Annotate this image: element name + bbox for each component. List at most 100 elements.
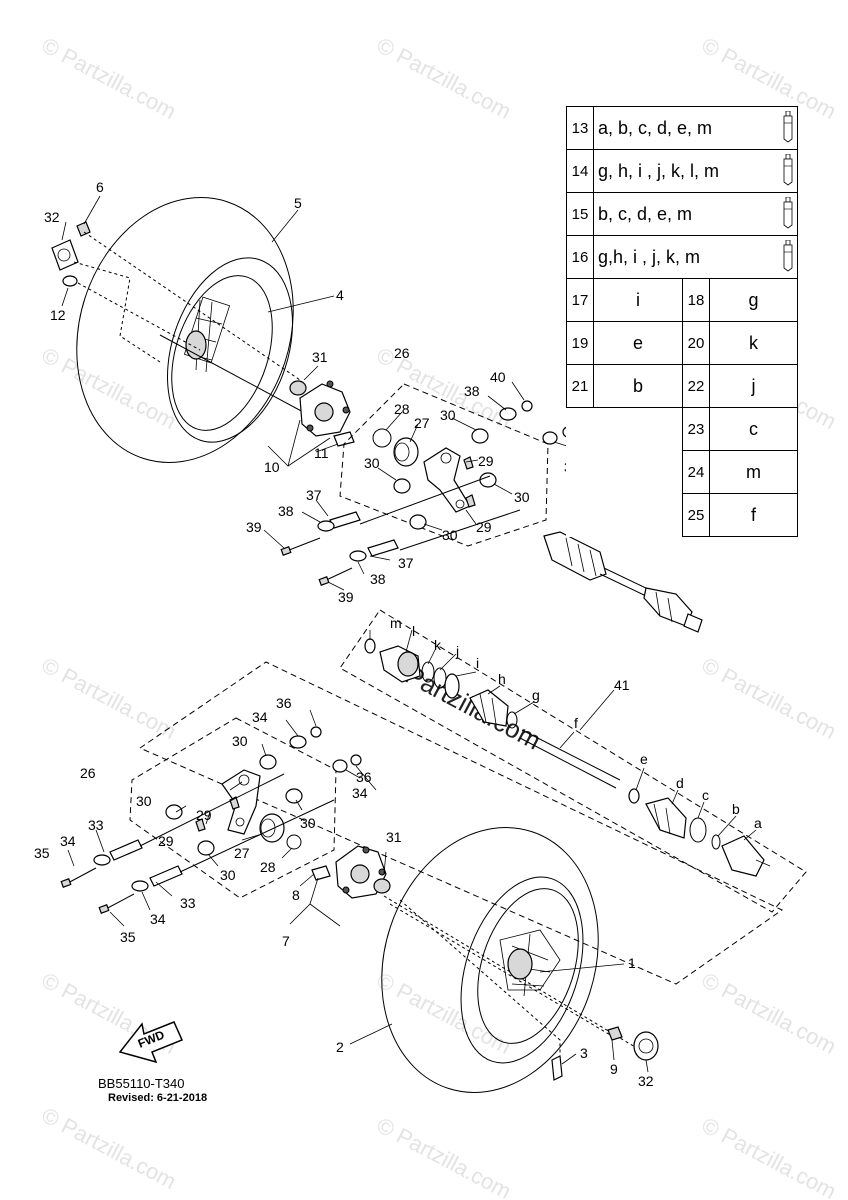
callout-29: 29 [478,453,494,469]
callout-27: 27 [414,415,430,431]
table-cell: m [709,450,798,494]
upper-drive-shaft [543,531,703,633]
callout-4: 4 [336,287,344,303]
table-cell: g [709,278,798,322]
upper-hub [289,380,355,447]
callout-29: 29 [158,833,174,849]
callout-38: 38 [278,503,294,519]
table-cell: 25 [682,493,710,537]
callout-38: 38 [370,571,386,587]
table-cell: 22 [682,364,710,408]
table-cell: g,h, i , j, k, m [593,235,798,279]
callout-12: 12 [50,307,66,323]
watermark: © Partzilla.com [38,342,181,434]
callout-33: 33 [88,817,104,833]
table-cell: 21 [566,364,594,408]
callout-32: 32 [638,1073,654,1089]
upper-knuckle [372,400,574,530]
callout-37: 37 [398,555,414,571]
table-cell: 20 [682,321,710,365]
table-row: 21 b 22 j [566,364,798,408]
leader-line [77,282,201,351]
shaft-components [364,638,771,877]
watermark: © Partzilla.com [698,652,841,744]
callout-29: 29 [196,807,212,823]
table-cell: 19 [566,321,594,365]
watermark: © Partzilla.com [373,967,516,1059]
watermark: © Partzilla.com [373,1112,516,1200]
callout-26: 26 [394,345,410,361]
table-cell: f [709,493,798,537]
watermark: © Partzilla.com [38,32,181,124]
callout-30: 30 [300,815,316,831]
table-cell-text: g, h, i , j, k, l, m [598,160,720,181]
table-cell: 15 [566,192,594,236]
callout-1: 1 [628,955,636,971]
callout-28: 28 [260,859,276,875]
callout-d: d [676,775,684,791]
table-cell: 24 [682,450,710,494]
callout-40: 40 [490,369,506,385]
callout-h: h [498,671,506,687]
callout-33: 33 [180,895,196,911]
revision-date: Revised: 6-21-2018 [108,1092,208,1104]
table-row: 16 g,h, i , j, k, m [566,235,798,279]
table-row: 15 b, c, d, e, m [566,192,798,236]
table-cell: i [593,278,683,322]
table-cell: a, b, c, d, e, m [593,106,798,150]
lower-knuckle [165,726,362,856]
diagram-code: BB55110-T340 [98,1076,185,1091]
table-cell: j [709,364,798,408]
upper-bolts [280,475,521,586]
table-cell [567,451,683,494]
callout-2: 2 [336,1039,344,1055]
callout-30: 30 [136,793,152,809]
table-cell: e [593,321,683,365]
axle-line [159,334,319,421]
table-cell: b, c, d, e, m [593,192,798,236]
table-cell [567,408,683,451]
leader-line [83,231,301,381]
leader-line [389,903,613,1037]
callout-39: 39 [338,589,354,605]
table-cell: 13 [566,106,594,150]
callout-31: 31 [312,349,328,365]
callout-8: 8 [292,887,300,903]
table-row: 14 g, h, i , j, k, l, m [566,149,798,193]
callout-f: f [574,715,578,731]
table-cell-text: a, b, c, d, e, m [598,117,713,138]
callout-3: 3 [580,1045,588,1061]
table-row: 13 a, b, c, d, e, m [566,106,798,150]
callout-10: 10 [264,459,280,475]
lower-tire [381,827,599,1093]
table-cell: 23 [682,407,710,451]
table-cell [567,494,683,537]
callout-m: m [390,615,402,631]
table-cell-text: b, c, d, e, m [598,203,693,224]
callout-36: 36 [276,695,292,711]
callout-labels: 6 32 12 5 4 31 26 40 38 28 30 27 40 11 1… [34,179,762,1089]
callout-26: 26 [80,765,96,781]
lower-hub [311,845,391,899]
table-cell: 18 [682,278,710,322]
callout-30: 30 [232,733,248,749]
callout-g: g [532,687,540,703]
callout-i: i [476,655,479,671]
lower-hub-cap [551,1026,659,1081]
upper-tire [76,197,294,463]
watermark: © Partzilla.com [38,1102,181,1194]
upper-hub-cap [51,221,91,287]
callout-b: b [732,801,740,817]
callout-11: 11 [314,445,329,461]
table-row: 17 i 18 g [566,278,798,322]
table-cell: 17 [566,278,594,322]
callout-30: 30 [364,455,380,471]
callout-36: 36 [356,769,372,785]
grease-tube-icon [783,197,793,229]
callout-6: 6 [96,179,104,195]
callout-5: 5 [294,195,302,211]
callout-34: 34 [60,833,76,849]
callout-35: 35 [34,845,50,861]
callout-l: l [412,623,415,639]
callout-37: 37 [306,487,322,503]
